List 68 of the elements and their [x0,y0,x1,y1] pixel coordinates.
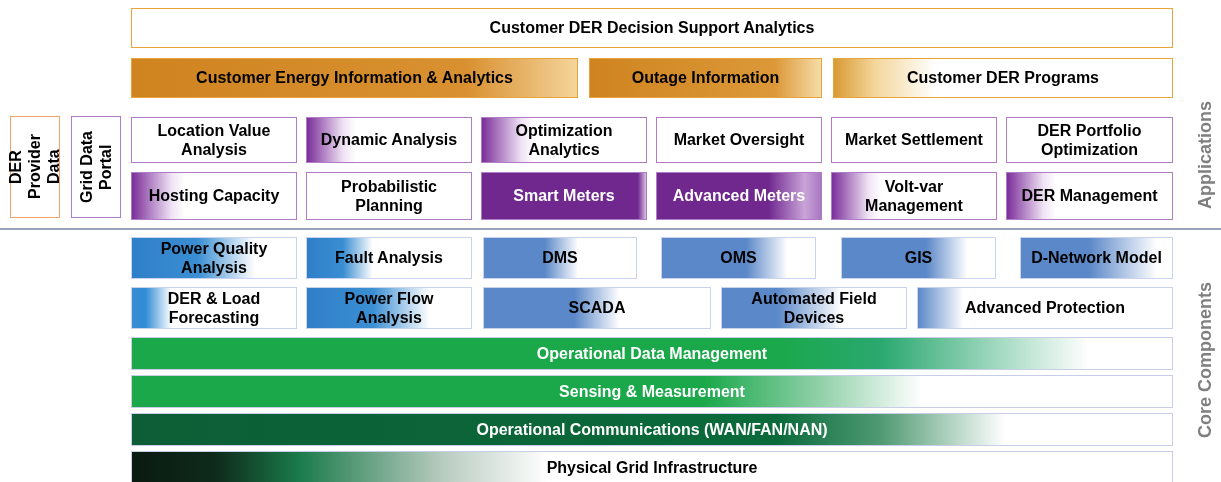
layer-bar [131,337,1173,370]
box-label: Customer DER Programs [905,68,1100,88]
box-label: OMS [719,248,758,268]
component-box [131,172,297,220]
component-box [131,117,297,163]
component-box [131,237,297,279]
box-label: Advanced Protection [964,298,1126,318]
component-box [483,237,637,279]
box-label: Sensing & Measurement [558,381,746,402]
component-box [656,117,822,163]
box-label: Power Flow Analysis [343,288,435,328]
component-box [656,172,822,220]
box-label: Smart Meters [512,186,616,206]
component-box [483,287,711,329]
component-box [589,58,822,98]
box-label: Hosting Capacity [147,186,281,206]
box-label: Dynamic Analysis [319,130,459,150]
box-label: Customer DER Decision Support Analytics [488,18,816,38]
box-label: Physical Grid Infrastructure [545,457,759,478]
component-box [131,8,1173,48]
box-label: Grid Data Portal [76,130,115,205]
component-box [1006,172,1173,220]
box-label: Optimization Analytics [514,120,614,160]
component-box [131,58,578,98]
box-label: DER Management [1020,186,1159,206]
box-label: DER Provider Data [6,133,64,202]
component-box [10,116,60,218]
box-label: DER Portfolio Optimization [1036,120,1143,160]
component-box [306,172,472,220]
layer-bar [131,451,1173,482]
box-label: Probabilistic Planning [340,176,438,216]
component-box [917,287,1173,329]
component-box [71,116,121,218]
component-box [661,237,816,279]
box-label: Market Oversight [672,130,806,150]
layer-bar [131,413,1173,446]
box-label: Customer Energy Information & Analytics [195,68,514,88]
component-box [831,172,997,220]
box-label: DER & Load Forecasting [166,288,262,328]
box-label: Location Value Analysis [156,120,272,160]
component-box [306,237,472,279]
component-box [1006,117,1173,163]
section-label: Core Components [1193,282,1216,438]
box-label: Outage Information [630,68,781,88]
component-box [306,117,472,163]
box-label: Market Settlement [844,130,984,150]
box-label: Advanced Meters [671,186,807,206]
box-label: Volt-var Management [864,176,964,216]
box-label: Power Quality Analysis [159,238,269,278]
box-label: Automated Field Devices [750,288,878,328]
component-box [831,117,997,163]
component-box [841,237,996,279]
component-box [833,58,1173,98]
component-box [306,287,472,329]
box-label: GIS [903,248,934,268]
component-box [481,117,647,163]
component-box [721,287,907,329]
box-label: D-Network Model [1030,248,1163,268]
component-box [1020,237,1173,279]
section-label: Applications [1193,101,1216,209]
layer-bar [131,375,1173,408]
box-label: DMS [541,248,579,268]
component-box [131,287,297,329]
box-label: Fault Analysis [334,248,444,268]
box-label: Operational Data Management [535,343,769,364]
component-box [481,172,647,220]
box-label: Operational Communications (WAN/FAN/NAN) [475,419,829,440]
box-label: SCADA [567,298,627,318]
